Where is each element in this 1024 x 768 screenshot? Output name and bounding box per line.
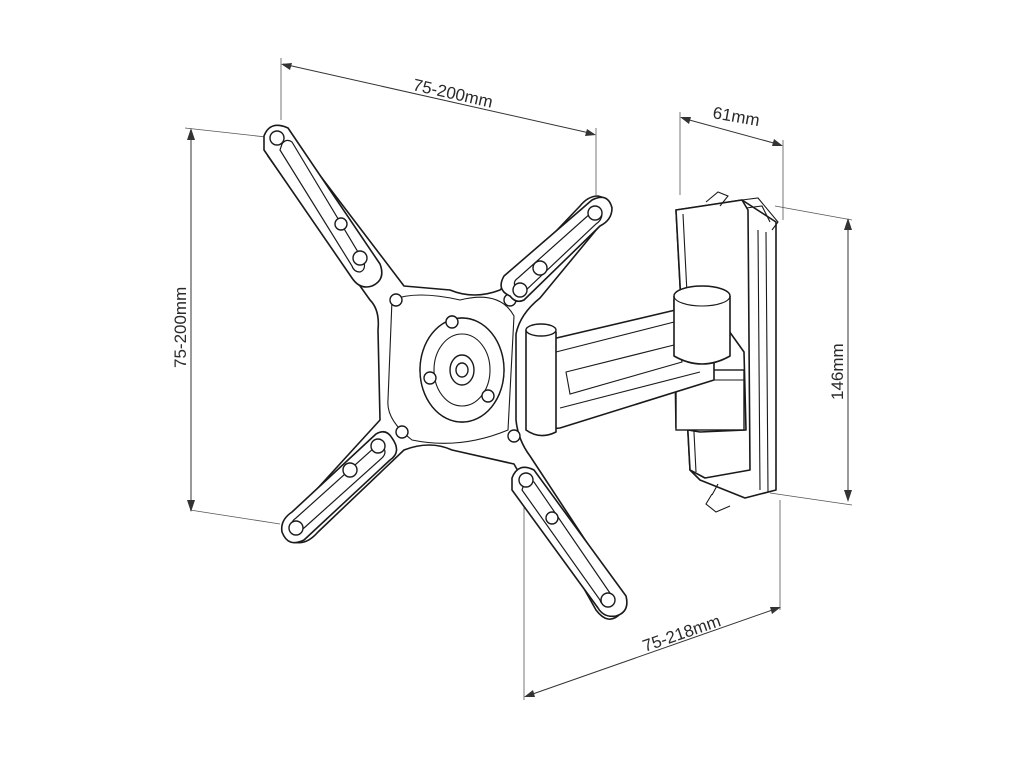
bracket-arm-top-right — [500, 196, 613, 303]
bracket-arm-bottom-right — [511, 466, 628, 618]
dimension-label-top-width: 75-200mm — [411, 75, 494, 111]
bracket-arm-bottom-left — [280, 430, 398, 544]
dimension-label-wall-plate-height: 146mm — [828, 343, 847, 400]
dimension-label-depth: 61mm — [711, 103, 761, 130]
dimension-left-height: 75-200mm — [171, 127, 281, 525]
dimension-label-extension: 75-218mm — [640, 611, 723, 655]
dimension-label-left-height: 75-200mm — [171, 287, 190, 368]
bracket-arm-top-left — [263, 124, 383, 288]
vesa-hub — [419, 315, 505, 423]
dimension-top-width: 75-200mm — [280, 58, 597, 195]
articulating-arm — [525, 285, 731, 437]
dimension-wall-plate-height: 146mm — [769, 205, 853, 506]
